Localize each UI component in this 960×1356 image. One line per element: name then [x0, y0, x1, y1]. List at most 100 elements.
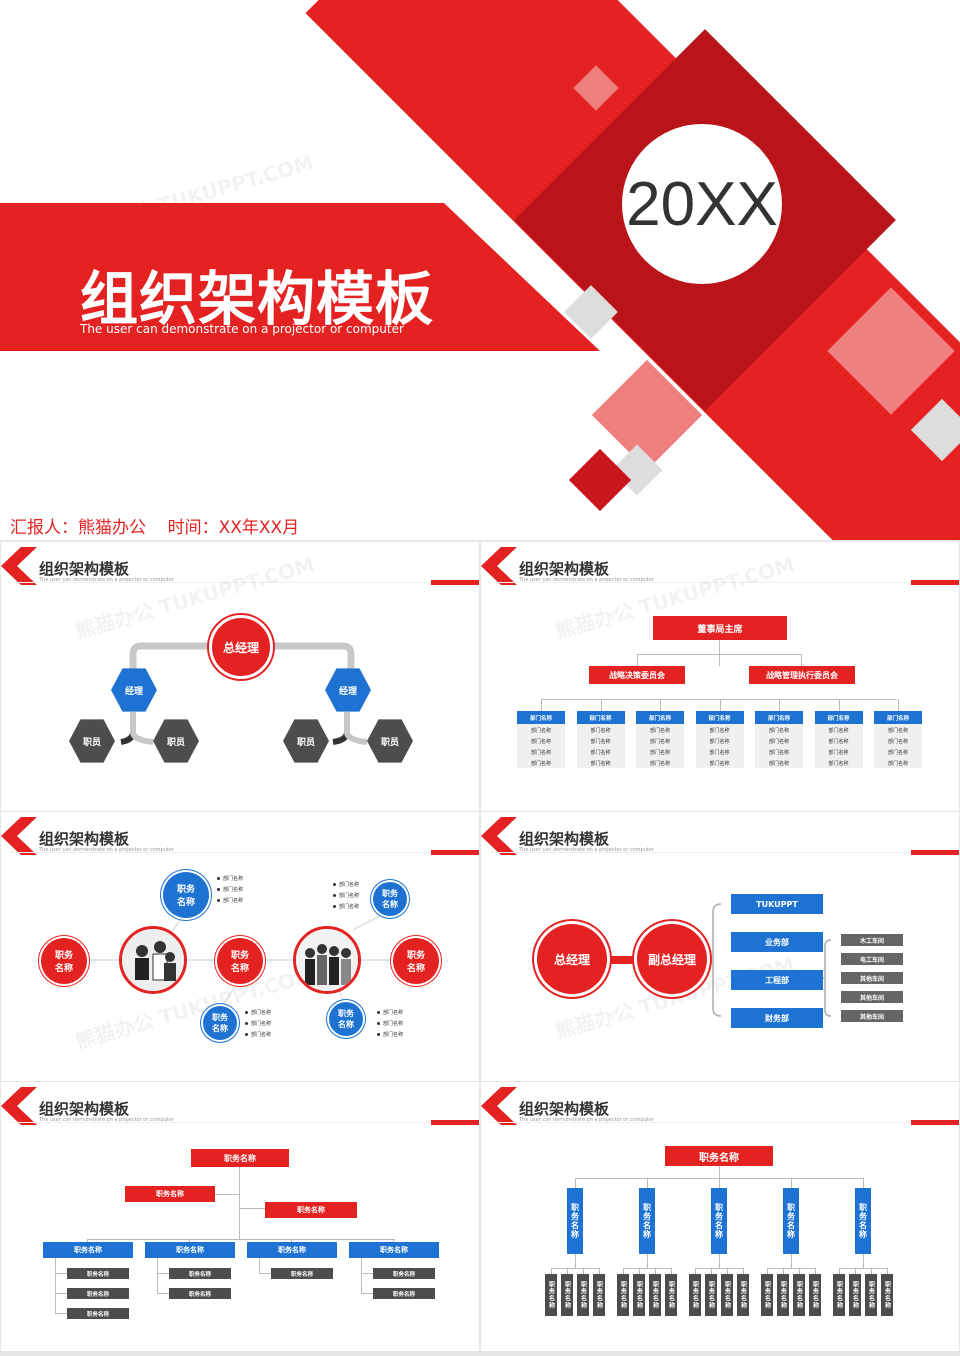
connector-line — [55, 1258, 56, 1314]
connector-line — [898, 699, 899, 711]
node-department: 财务部 — [731, 1008, 823, 1028]
dept-item: 部门名称 — [590, 750, 611, 756]
node-chairman: 董事局主席 — [653, 616, 787, 640]
node-subrole-vertical: 职务名称 — [865, 1274, 877, 1316]
connector-line — [743, 1268, 744, 1274]
role-node: 职务 名称 — [163, 872, 209, 918]
bullet-item: 部门名称 — [333, 891, 359, 902]
connector-line — [855, 1268, 856, 1274]
connector-line — [695, 1268, 743, 1269]
node-role-vertical: 职务名称 — [855, 1188, 871, 1254]
connector-line — [541, 699, 542, 711]
node-role: 职务名称 — [247, 1242, 337, 1258]
node-subrole: 职务名称 — [373, 1268, 435, 1279]
bullet-dot — [217, 877, 220, 880]
connector-line — [211, 1194, 239, 1195]
connector-line — [815, 1268, 816, 1274]
connector-line — [719, 699, 721, 711]
dept-item: 部门名称 — [828, 750, 849, 756]
dept-list: 部门名称部门名称部门名称部门名称 — [755, 724, 803, 768]
bullet-dot — [377, 1033, 380, 1036]
bullet-item: 部门名称 — [377, 1019, 403, 1030]
dept-list: 部门名称部门名称部门名称部门名称 — [576, 724, 625, 768]
bullet-dot — [377, 1022, 380, 1025]
bullet-item: 部门名称 — [245, 1030, 271, 1041]
dept-header: 部门名称 — [695, 711, 744, 724]
node-subrole-vertical: 职务名称 — [881, 1274, 893, 1316]
connector-line — [767, 1268, 815, 1269]
dept-list: 部门名称部门名称部门名称部门名称 — [636, 724, 684, 768]
connector-line — [55, 1293, 67, 1294]
bullet-dot — [217, 888, 220, 891]
bullet-item: 部门名称 — [217, 874, 243, 885]
bullet-item: 部门名称 — [217, 885, 243, 896]
node-subrole-vertical: 职务名称 — [793, 1274, 805, 1316]
dept-item: 部门名称 — [768, 728, 789, 734]
dept-item: 部门名称 — [530, 739, 551, 745]
node-workshop: 其他车间 — [841, 991, 903, 1003]
bullet-item: 部门名称 — [377, 1008, 403, 1019]
bullet-text: 部门名称 — [339, 893, 360, 899]
node-subrole-vertical: 职务名称 — [545, 1274, 557, 1316]
dept-item: 部门名称 — [530, 761, 551, 767]
header-rule — [9, 1122, 429, 1123]
connector-line — [887, 1268, 888, 1274]
dept-item: 部门名称 — [709, 728, 730, 734]
connector-line — [839, 1268, 887, 1269]
node-subrole-vertical: 职务名称 — [761, 1274, 773, 1316]
chevron-logo — [1, 1087, 37, 1125]
dept-item: 部门名称 — [590, 739, 611, 745]
node-subrole-vertical: 职务名称 — [633, 1274, 645, 1316]
slide-subtitle: The user can demonstrate on a projector … — [519, 1117, 654, 1123]
dept-header: 部门名称 — [755, 711, 803, 724]
cover-footer: 汇报人：熊猫办公 时间：XX年XX月 — [10, 518, 300, 538]
dept-list: 部门名称部门名称部门名称部门名称 — [695, 724, 744, 768]
connector-line — [551, 1268, 552, 1274]
role-node: 职务 名称 — [41, 938, 87, 984]
bullet-item: 部门名称 — [333, 880, 359, 891]
connector-line — [779, 699, 780, 711]
node-role: 职务名称 — [125, 1186, 215, 1202]
connector-line — [711, 1268, 712, 1274]
dept-header: 部门名称 — [874, 711, 922, 724]
slide-title: 组织架构模板 — [39, 560, 130, 578]
connector-line — [799, 1268, 800, 1274]
dept-item: 部门名称 — [590, 761, 611, 767]
node-subrole: 职务名称 — [67, 1268, 129, 1279]
node-subrole-vertical: 职务名称 — [577, 1274, 589, 1316]
bullet-text: 部门名称 — [223, 898, 244, 904]
node-subrole-vertical: 职务名称 — [689, 1274, 701, 1316]
bullet-text: 部门名称 — [251, 1032, 272, 1038]
bullet-text: 部门名称 — [339, 904, 360, 910]
slide-subtitle: The user can demonstrate on a projector … — [39, 847, 174, 853]
connector-line — [623, 1268, 624, 1274]
bullet-item: 部门名称 — [377, 1030, 403, 1041]
node-role-vertical: 职务名称 — [567, 1188, 583, 1254]
slide-subtitle: The user can demonstrate on a projector … — [39, 1117, 174, 1123]
dept-list: 部门名称部门名称部门名称部门名称 — [517, 724, 565, 768]
accent-bar — [431, 1120, 479, 1125]
connector-line — [655, 1268, 656, 1274]
connector-line — [623, 1268, 671, 1269]
dept-header: 部门名称 — [814, 711, 863, 724]
connector-line — [767, 1268, 768, 1274]
role-node: 职务 名称 — [203, 1006, 237, 1040]
node-committee: 战略管理执行委员会 — [749, 666, 855, 684]
role-node: 职务 名称 — [393, 938, 439, 984]
connector-line — [157, 1273, 169, 1274]
dept-item: 部门名称 — [649, 728, 670, 734]
slide-circle-org: 组织架构模板 The user can demonstrate on a pro… — [1, 812, 479, 1081]
node-workshop: 其他车间 — [841, 1010, 903, 1022]
connector-line — [863, 1178, 864, 1188]
year-circle: 20XX — [622, 124, 782, 284]
node-department: 工程部 — [731, 970, 823, 990]
connector-line — [87, 1239, 395, 1240]
accent-bar — [911, 1120, 959, 1125]
connector-line — [157, 1293, 169, 1294]
connector-line — [647, 1178, 648, 1188]
bullet-dot — [333, 894, 336, 897]
header-rule — [489, 582, 909, 583]
bullet-text: 部门名称 — [251, 1021, 272, 1027]
cover-slide: 熊猫办公 TUKUPPT.COM 熊猫办公 TUKUPPT.COM 20XX 组… — [0, 0, 960, 540]
bullet-dot — [333, 883, 336, 886]
